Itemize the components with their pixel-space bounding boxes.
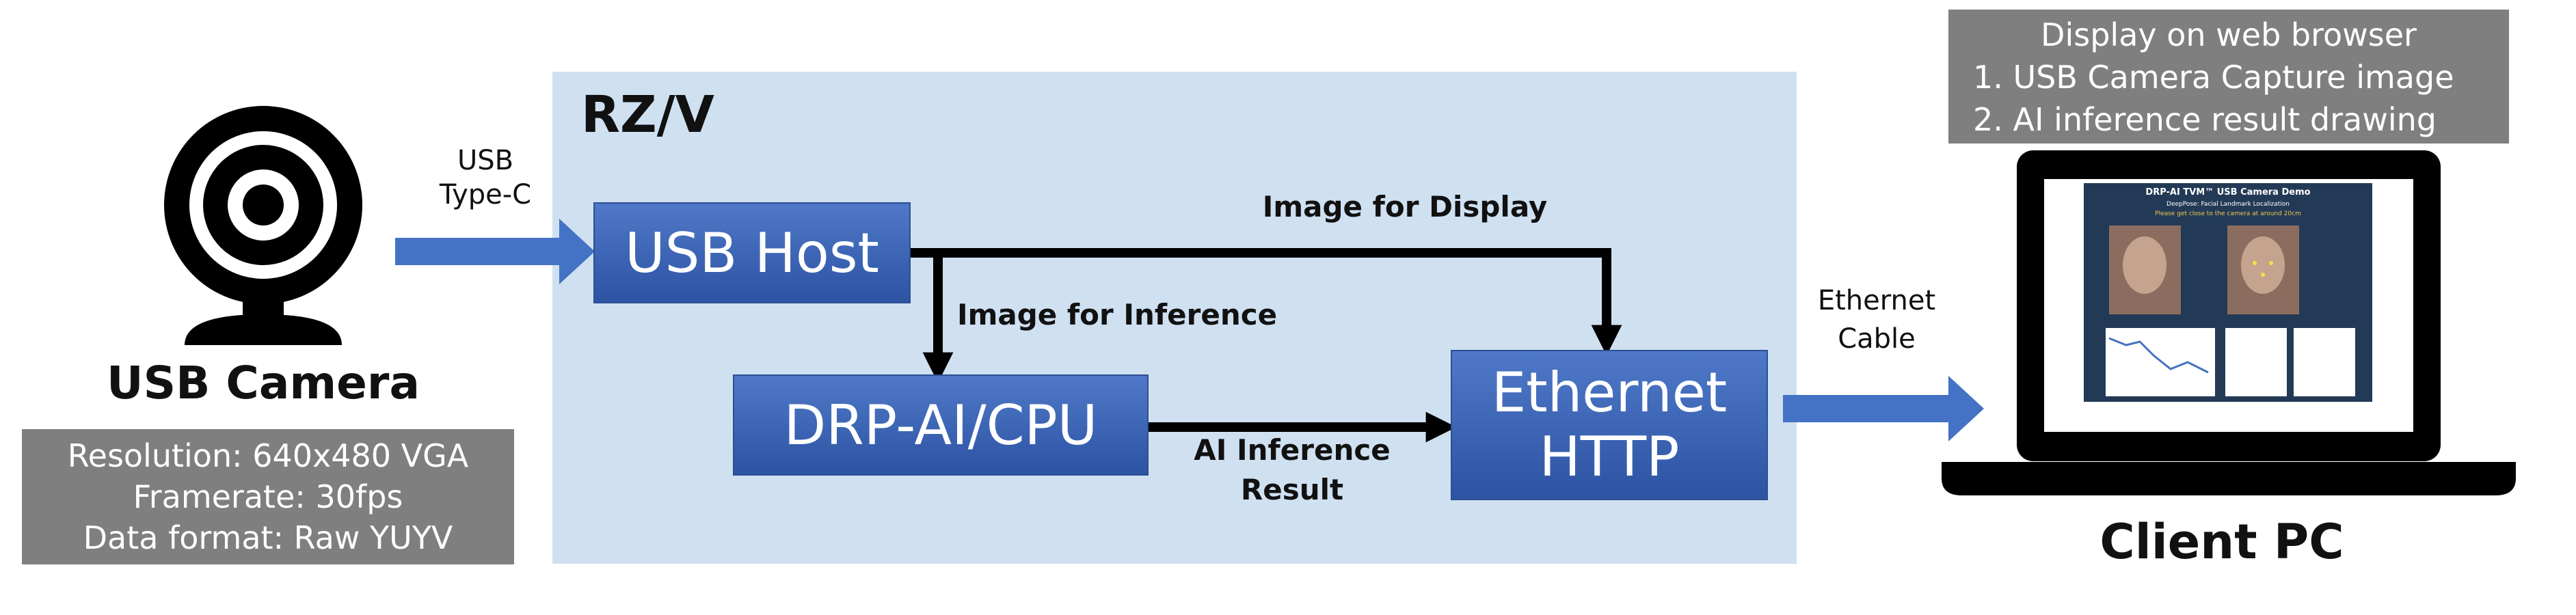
- laptop-icon: [1942, 150, 2516, 495]
- ai-inference-result-label: AI Inference Result: [1162, 430, 1422, 510]
- usb-host-block: USB Host: [593, 202, 911, 303]
- image-for-display-label: Image for Display: [1262, 190, 1548, 223]
- usb-link-line2: Type-C: [439, 179, 532, 210]
- usb-link-label: USB Type-C: [410, 144, 561, 212]
- usb-link-line1: USB: [457, 145, 514, 176]
- screen-warning: Please get close to the camera at around…: [2155, 210, 2301, 217]
- webcam-icon: [164, 106, 362, 345]
- display-box-item2: 2. AI inference result drawing: [1973, 101, 2437, 138]
- rzv-title: RZ/V: [581, 85, 714, 144]
- drp-ai-block: DRP-AI/CPU: [733, 374, 1149, 476]
- usb-host-label: USB Host: [625, 221, 879, 285]
- ethernet-http-line1: Ethernet: [1491, 361, 1728, 424]
- camera-spec-format: Data format: Raw YUYV: [83, 519, 453, 556]
- usb-arrow: [395, 219, 595, 284]
- ai-result-line1: AI Inference: [1194, 433, 1391, 467]
- camera-title: USB Camera: [106, 357, 420, 409]
- screen-title: DRP-AI TVM™ USB Camera Demo: [2145, 187, 2311, 197]
- display-box-item1: 1. USB Camera Capture image: [1973, 59, 2454, 96]
- drp-ai-label: DRP-AI/CPU: [783, 393, 1098, 457]
- camera-specs-box: Resolution: 640x480 VGA Framerate: 30fps…: [22, 429, 514, 564]
- screen-subtitle: DeepPose: Facial Landmark Localization: [2166, 201, 2290, 208]
- client-pc-title: Client PC: [2099, 514, 2344, 570]
- ethernet-link-line1: Ethernet: [1817, 285, 1936, 316]
- ethernet-link-label: Ethernet Cable: [1784, 282, 1969, 358]
- camera-spec-resolution: Resolution: 640x480 VGA: [67, 437, 469, 474]
- image-for-inference-label: Image for Inference: [957, 298, 1278, 331]
- client-display-box: Display on web browser 1. USB Camera Cap…: [1948, 10, 2509, 144]
- camera-spec-framerate: Framerate: 30fps: [133, 478, 403, 515]
- ai-result-line2: Result: [1240, 473, 1344, 506]
- ethernet-http-block: Ethernet HTTP: [1451, 350, 1768, 500]
- ethernet-http-line2: HTTP: [1539, 425, 1680, 489]
- display-box-heading: Display on web browser: [2041, 16, 2417, 53]
- ethernet-link-line2: Cable: [1838, 323, 1916, 355]
- display-path-arrow: [909, 248, 1622, 356]
- ethernet-arrow: [1783, 376, 1984, 441]
